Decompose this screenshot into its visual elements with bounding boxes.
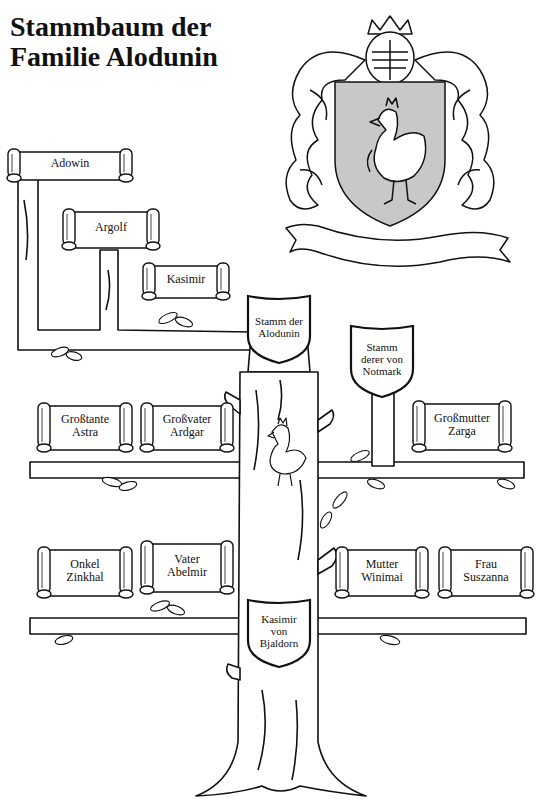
node-label: Vater Abelmir [156, 553, 218, 580]
node-label: Großvater Ardgar [156, 413, 218, 440]
node-label: Stamm der Alodunin [252, 315, 306, 340]
shield-node: Kasimir von Bjaldorn [247, 596, 311, 668]
node-label: Argolf [78, 221, 144, 234]
diagram-title: Stammbaum der Familie Alodunin [10, 12, 260, 72]
scroll-banner: Kasimir [140, 262, 232, 302]
scroll-banner: Großmutter Zarga [410, 400, 514, 454]
scroll-banner: Vater Abelmir [138, 540, 236, 596]
node-label: Großmutter Zarga [428, 412, 496, 439]
node-label: Mutter Winimai [351, 558, 413, 585]
scroll-banner: Großtante Astra [35, 402, 135, 454]
scroll-banner: Onkel Zinkhal [35, 546, 135, 600]
scroll-banner: Argolf [60, 208, 162, 252]
node-label: Kasimir von Bjaldorn [252, 613, 306, 650]
scroll-banner: Frau Suszanna [436, 546, 536, 600]
node-label: Großtante Astra [53, 413, 117, 440]
scroll-banner: Großvater Ardgar [138, 402, 236, 454]
scroll-banner: Adowin [5, 148, 135, 184]
shield-node: Stamm derer von Notmark [350, 322, 414, 398]
scroll-banner: Mutter Winimai [333, 546, 431, 600]
node-label: Onkel Zinkhal [53, 558, 117, 585]
node-label: Adowin [23, 157, 117, 170]
node-label: Kasimir [158, 273, 214, 286]
shield-node: Stamm der Alodunin [247, 292, 311, 364]
node-label: Stamm derer von Notmark [355, 341, 409, 378]
node-label: Frau Suszanna [454, 558, 518, 585]
